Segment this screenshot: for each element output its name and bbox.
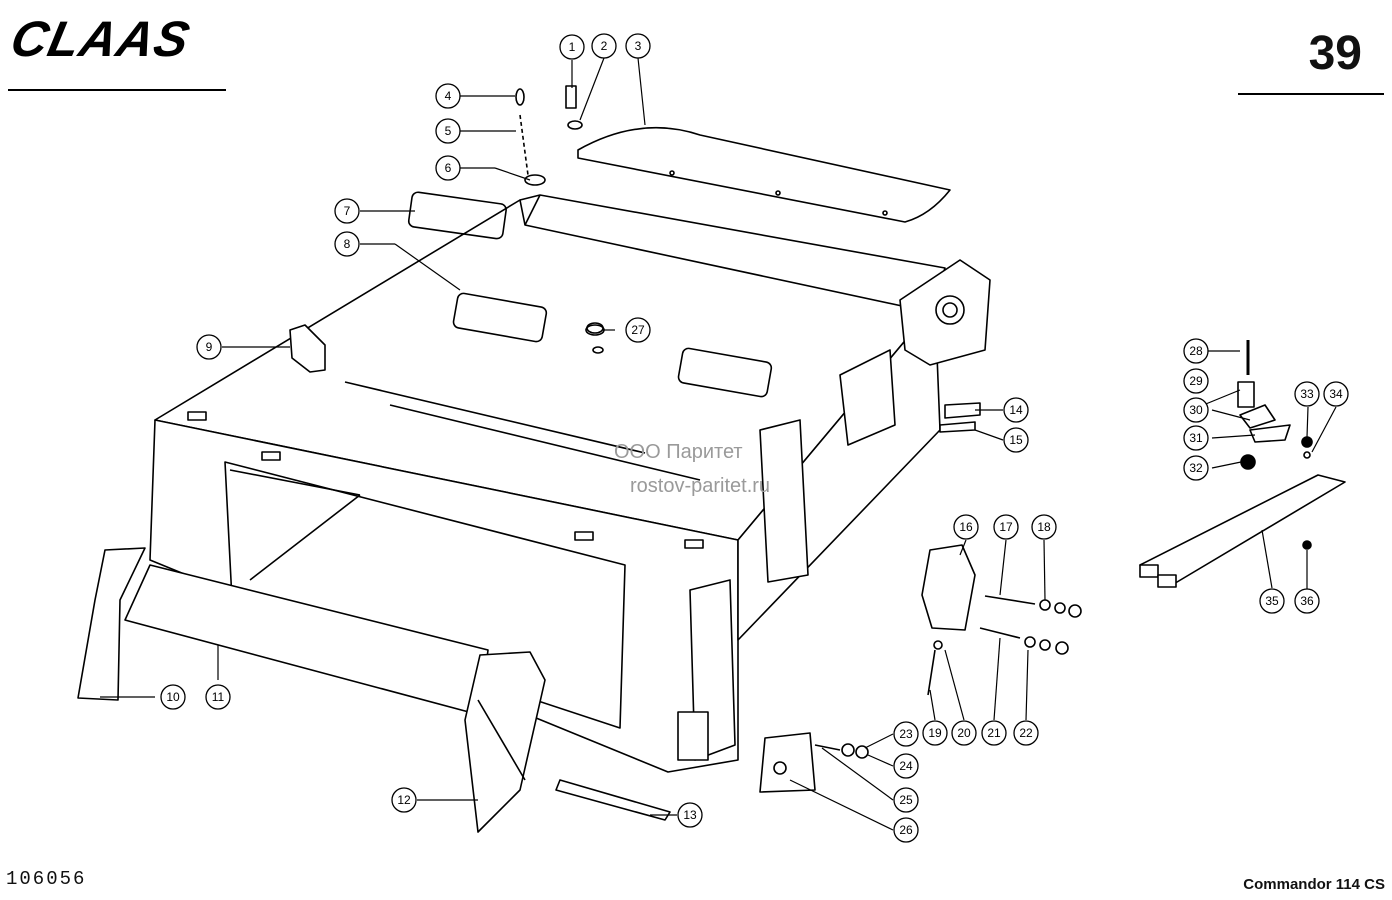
callout-circle-16 <box>953 514 979 540</box>
callout-label-13: 13 <box>683 808 697 822</box>
callout-circle-6 <box>435 155 461 181</box>
callout-label-27: 27 <box>631 323 645 337</box>
callout-label-1: 1 <box>569 40 576 54</box>
callout-circle-18 <box>1031 514 1057 540</box>
callout-label-26: 26 <box>899 823 913 837</box>
header-rule-left <box>8 89 226 91</box>
hatch-frame <box>407 191 507 240</box>
callout-circle-31 <box>1183 425 1209 451</box>
callout-circle-8 <box>334 231 360 257</box>
callout-circle-29 <box>1183 368 1209 394</box>
callout-circle-36 <box>1294 588 1320 614</box>
callout-label-29: 29 <box>1189 374 1203 388</box>
top-cover-plate <box>577 126 951 223</box>
model-name: Commandor 114 CS <box>1243 876 1385 893</box>
callout-label-36: 36 <box>1300 594 1314 608</box>
hinge-bracket-16 <box>921 544 976 631</box>
callout-circle-15 <box>1003 427 1029 453</box>
callout-label-25: 25 <box>899 793 913 807</box>
callout-label-32: 32 <box>1189 461 1203 475</box>
callout-label-17: 17 <box>999 520 1013 534</box>
page-number: 39 <box>1308 27 1362 80</box>
callout-circle-21 <box>981 720 1007 746</box>
callout-label-7: 7 <box>344 204 351 218</box>
watermark-url: rostov-paritet.ru <box>630 475 771 497</box>
callout-label-18: 18 <box>1037 520 1051 534</box>
callout-label-15: 15 <box>1009 433 1023 447</box>
callout-circle-14 <box>1003 397 1029 423</box>
callout-circle-10 <box>160 684 186 710</box>
callout-label-14: 14 <box>1009 403 1023 417</box>
clip-15 <box>939 421 976 433</box>
callout-label-24: 24 <box>899 759 913 773</box>
callout-circle-25 <box>893 787 919 813</box>
callout-circle-1 <box>559 34 585 60</box>
callout-label-9: 9 <box>206 340 213 354</box>
callout-label-22: 22 <box>1019 726 1033 740</box>
callout-label-5: 5 <box>445 124 452 138</box>
leader-lines <box>100 57 1337 831</box>
drawing-number: 106056 <box>6 868 87 890</box>
callout-circle-32 <box>1183 455 1209 481</box>
callout-circle-26 <box>893 817 919 843</box>
callout-circle-24 <box>893 753 919 779</box>
callout-label-11: 11 <box>212 690 225 704</box>
callout-circle-28 <box>1183 338 1209 364</box>
main-body-part <box>149 194 991 773</box>
flange-plate-26 <box>759 732 816 793</box>
header-rule-right <box>1238 93 1384 95</box>
callout-circle-2 <box>591 33 617 59</box>
callout-label-28: 28 <box>1189 344 1203 358</box>
callout-label-16: 16 <box>959 520 973 534</box>
callout-circle-30 <box>1183 397 1209 423</box>
callout-label-34: 34 <box>1329 387 1343 401</box>
callout-label-23: 23 <box>899 727 913 741</box>
callout-circle-13 <box>677 802 703 828</box>
callout-label-8: 8 <box>344 237 351 251</box>
cap-27 <box>586 322 604 334</box>
callout-circle-5 <box>435 118 461 144</box>
callout-circle-19 <box>922 720 948 746</box>
callout-label-35: 35 <box>1265 594 1279 608</box>
callout-circle-11 <box>205 684 231 710</box>
callout-label-31: 31 <box>1189 431 1203 445</box>
bracket-12 <box>464 651 546 833</box>
callout-circle-17 <box>993 514 1019 540</box>
callout-label-12: 12 <box>397 793 411 807</box>
callout-circle-35 <box>1259 588 1285 614</box>
callout-label-4: 4 <box>445 89 452 103</box>
support-rod-35 <box>1139 474 1346 586</box>
callout-circle-9 <box>196 334 222 360</box>
callout-label-3: 3 <box>635 39 642 53</box>
callout-label-2: 2 <box>601 39 608 53</box>
callout-circle-4 <box>435 83 461 109</box>
callout-circle-27 <box>625 317 651 343</box>
strip-13 <box>555 779 671 821</box>
callout-label-21: 21 <box>987 726 1001 740</box>
callout-label-10: 10 <box>166 690 180 704</box>
callout-circle-23 <box>893 721 919 747</box>
callout-label-6: 6 <box>445 161 452 175</box>
callout-circle-34 <box>1323 381 1349 407</box>
callout-circle-22 <box>1013 720 1039 746</box>
callout-circle-33 <box>1294 381 1320 407</box>
callout-label-30: 30 <box>1189 403 1203 417</box>
callout-circle-3 <box>625 33 651 59</box>
callout-label-33: 33 <box>1300 387 1314 401</box>
callout-label-20: 20 <box>957 726 971 740</box>
callout-circle-12 <box>391 787 417 813</box>
bracket-9 <box>289 324 326 373</box>
callout-circle-20 <box>951 720 977 746</box>
clip-14 <box>944 402 981 419</box>
callout-circle-7 <box>334 198 360 224</box>
left-bracket-10 <box>77 547 146 701</box>
watermark-company: ООО Паритет <box>614 441 743 463</box>
callout-label-19: 19 <box>928 726 942 740</box>
